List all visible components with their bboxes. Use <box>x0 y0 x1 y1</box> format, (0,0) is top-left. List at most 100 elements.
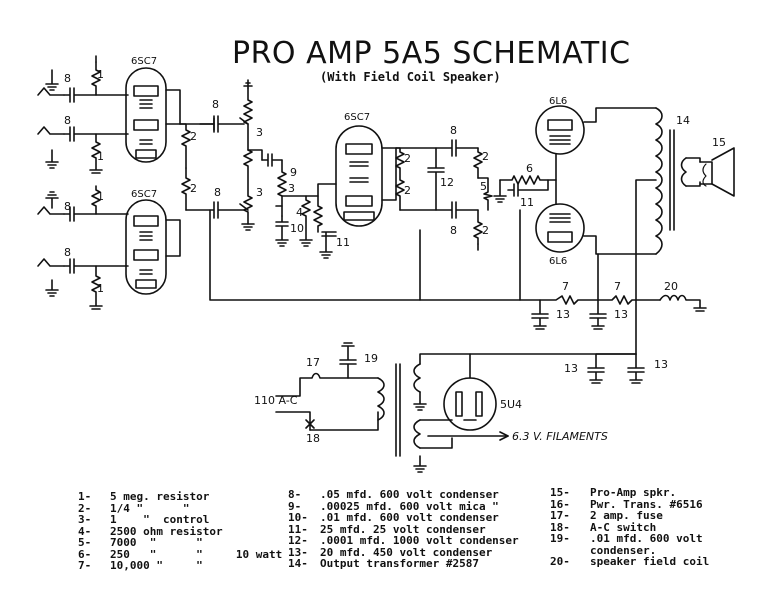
legend-item-text: 2500 ohm resistor <box>110 524 223 538</box>
legend-item: 17- 2 amp. fuse <box>550 510 709 522</box>
legend-item-number: 18- <box>550 520 570 534</box>
legend-item-number: 14- <box>288 557 308 570</box>
legend-item-text: .01 mfd. 600 volt condenser <box>320 511 499 524</box>
label-c8-couple-a: 8 <box>212 98 219 111</box>
volume-controls <box>239 79 289 247</box>
label-c13-d: 13 <box>654 358 668 371</box>
legend-item: 11- 25 mfd. 25 volt condenser <box>288 522 519 536</box>
tube-5u4 <box>443 353 497 431</box>
label-c8-pi-a: 8 <box>450 124 457 137</box>
label-coil20: 20 <box>664 280 678 293</box>
label-c8-c: 8 <box>64 200 71 213</box>
label-6sc7-top: 6SC7 <box>131 56 157 67</box>
legend-item-number: 10- <box>288 511 308 524</box>
label-6sc7-bottom: 6SC7 <box>131 189 157 200</box>
legend-item-text: Pwr. Trans. #6516 <box>590 497 703 511</box>
label-r1-c: 1 <box>97 190 104 203</box>
power-supply <box>275 342 637 473</box>
input-jack-4 <box>37 258 65 267</box>
schematic-subtitle: (With Field Coil Speaker) <box>320 70 501 84</box>
label-r4: 4 <box>296 206 303 219</box>
label-r6: 6 <box>526 162 533 175</box>
label-c9: 9 <box>290 166 297 179</box>
label-6l6-bottom: 6L6 <box>549 256 567 267</box>
label-r7-b: 7 <box>614 280 621 293</box>
legend-item-number: 1- <box>78 490 92 503</box>
label-r2-a: 2 <box>190 130 197 143</box>
label-c8-b: 8 <box>64 114 71 127</box>
legend-item-number: 8- <box>288 488 302 501</box>
legend-item-number: 5- <box>78 536 92 549</box>
label-c12: 12 <box>440 176 454 189</box>
legend-item-number: 11- <box>288 522 308 536</box>
label-r1-d: 1 <box>97 282 104 295</box>
tube-6l6-bottom <box>535 203 657 255</box>
legend-item-text: 20 mfd. 450 volt condenser <box>320 545 493 559</box>
legend-item: 10- .01 mfd. 600 volt condenser <box>288 512 519 524</box>
label-c11: 11 <box>336 236 350 249</box>
plate-resistors-stage1 <box>179 115 245 219</box>
bplus-bus <box>209 209 707 384</box>
legend-item: 2-1/4 " " <box>78 501 282 515</box>
legend-item: 19- .01 mfd. 600 volt <box>550 533 709 545</box>
legend-item-number: 13- <box>288 545 308 559</box>
legend-item-text: 2 amp. fuse <box>590 509 663 522</box>
input-jack-3 <box>37 206 65 215</box>
legend-item: 12-.0001 mfd. 1000 volt condenser <box>288 535 519 547</box>
label-c11-b: 11 <box>520 196 534 209</box>
legend-item-text: 1 " control <box>110 513 210 526</box>
legend-item-number: 7- <box>78 559 92 572</box>
legend-item: 15-Pro-Amp spkr. <box>550 487 709 499</box>
legend-item-number: 20- <box>550 555 570 568</box>
label-6l6-top: 6L6 <box>549 96 567 107</box>
label-r2-b: 2 <box>190 182 197 195</box>
speaker <box>699 147 735 197</box>
part-labels: 8 1 8 1 8 1 8 1 6SC7 6SC7 8 2 2 8 3 3 9 … <box>64 56 726 445</box>
legend-item-text: .0001 mfd. 1000 volt condenser <box>320 534 519 547</box>
tube-6sc7-bottom <box>125 199 181 295</box>
tube-6sc7-top <box>125 67 181 163</box>
label-r1-b: 1 <box>97 150 104 163</box>
legend-item-number: 19- <box>550 532 570 545</box>
legend-item-number: 17- <box>550 509 570 522</box>
legend-item: 5- 7000 " " <box>78 537 282 549</box>
legend-item-text: .05 mfd. 600 volt condenser <box>320 488 499 501</box>
label-r7-a: 7 <box>562 280 569 293</box>
tube-6sc7-driver <box>335 125 397 227</box>
label-spk15: 15 <box>712 136 726 149</box>
legend-item-number: 15- <box>550 486 570 499</box>
label-c13-b: 13 <box>614 308 628 321</box>
legend-item-number: 4- <box>78 524 92 538</box>
legend-item-text: 5 meg. resistor <box>110 490 210 503</box>
label-r1-a: 1 <box>97 68 104 81</box>
schematic-title: PRO AMP 5A5 SCHEMATIC <box>232 36 631 71</box>
legend-item-number: 3- <box>78 513 92 526</box>
label-c10: 10 <box>290 222 304 235</box>
label-fuse17: 17 <box>306 356 320 369</box>
driver-input <box>281 183 337 259</box>
legend-item-text: 25 mfd. 25 volt condenser <box>320 522 486 536</box>
legend-item: 20- speaker field coil <box>550 556 709 568</box>
legend-item-text: Output transformer #2587 <box>320 557 479 570</box>
legend-item-text: 1/4 " " <box>110 501 190 515</box>
input-jack-1 <box>37 87 65 96</box>
legend-item: 16- Pwr. Trans. #6516 <box>550 497 709 511</box>
label-c8-couple-b: 8 <box>214 186 221 199</box>
label-c8-a: 8 <box>64 72 71 85</box>
legend-item-text: A-C switch <box>590 520 657 534</box>
legend-item-number: 16- <box>550 497 570 511</box>
label-r2-e: 2 <box>482 150 489 163</box>
label-r5: 5 <box>480 180 487 193</box>
legend-item-text: .01 mfd. 600 volt <box>590 532 703 545</box>
legend-item-text: condenser. <box>590 543 657 557</box>
label-c8-d: 8 <box>64 246 71 259</box>
legend-item: 3- 1 " control <box>78 514 282 526</box>
legend-item: 4- 2500 ohm resistor <box>78 524 282 538</box>
legend-item: 1- 5 meg. resistor <box>78 491 282 503</box>
legend-item-text: speaker field coil <box>590 555 710 568</box>
legend-item-text: 7000 " " <box>110 536 203 549</box>
